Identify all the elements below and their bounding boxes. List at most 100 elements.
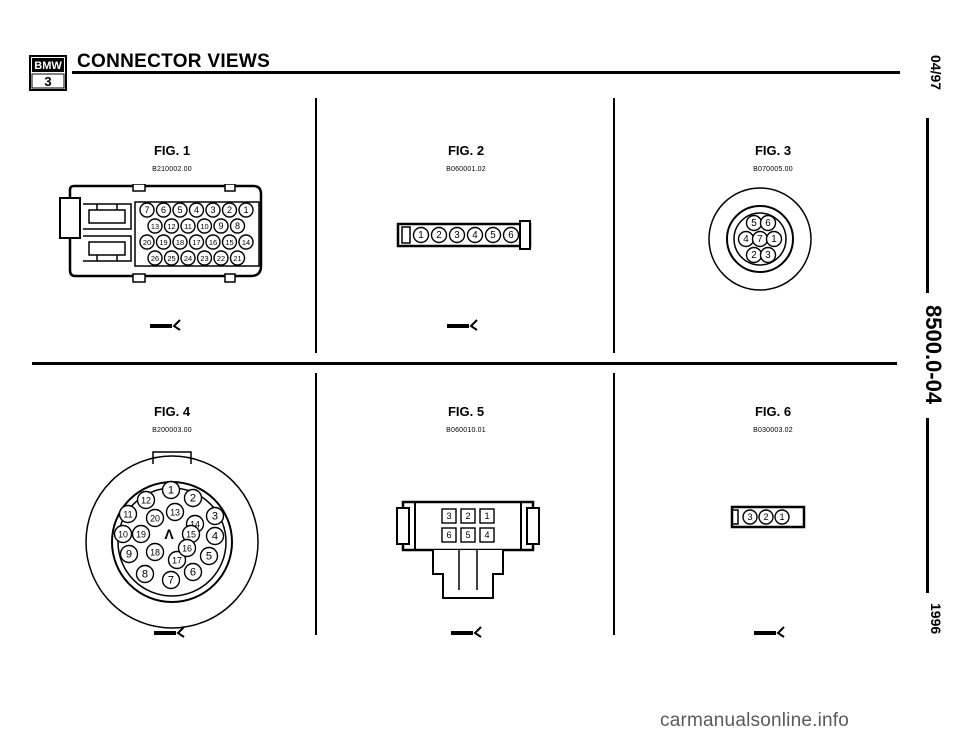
pin: 9 [213,218,229,234]
pin: 4 [737,230,755,248]
pin-outline [460,508,476,524]
pin: 7 [139,202,155,218]
pin-label: 13 [151,222,159,231]
pin-outline [441,527,457,543]
pin-label: 11 [123,510,132,520]
pin: 6 [759,214,777,232]
pin: 1 [412,226,430,244]
pin-label: 7 [144,205,149,215]
pin: 1 [774,509,790,525]
pin: 6 [441,527,457,543]
pin-label: 1 [168,485,174,497]
pin-outline [412,226,430,244]
pin-outline [229,218,246,234]
pin: 1 [161,480,181,500]
pin: 6 [183,562,203,582]
pin: 19 [155,234,172,250]
fig5-arrow-icon [451,626,482,638]
pin-outline [479,508,495,524]
bmw-3-series-logo: BMW 3 [29,55,67,91]
pin-label: 3 [212,511,218,523]
pin: 1 [238,202,254,218]
pin-outline [466,226,484,244]
pin-label: 5 [465,530,470,540]
pin-outline [131,524,151,544]
pin: 3 [205,506,225,526]
pin-outline [759,214,777,232]
pin-label: 4 [484,530,489,540]
pin-label: 21 [233,254,241,263]
pin: 3 [205,202,221,218]
pin-label: 3 [765,250,771,261]
pin: 4 [466,226,484,244]
pin-outline [165,502,185,522]
pin-outline [163,218,180,234]
pin: 25 [163,250,180,266]
pin-label: 15 [186,530,196,540]
pin-label: 17 [192,238,200,247]
pin-outline [188,202,205,218]
pin: 3 [742,509,758,525]
pin-label: 4 [194,205,199,215]
pin: 8 [135,564,155,584]
pin-outline [759,246,777,264]
pin-outline [147,218,163,234]
pin: 5 [745,214,763,232]
pin-label: 2 [465,511,470,521]
pin: 12 [163,218,180,234]
pin-outline [213,250,229,266]
watermark-text: carmanualsonline.info [660,710,850,731]
pin-label: 5 [751,218,757,229]
fig5-label: FIG. 5 [447,404,485,419]
pin-outline [163,250,180,266]
fig6-code: B030003.02 [753,427,793,434]
pin-label: 18 [150,548,160,558]
pin-label: 7 [168,575,174,587]
divider-3 [315,373,317,635]
pin-label: 19 [136,530,146,540]
pin: 1 [765,230,783,248]
pin-outline [161,480,181,500]
pin-outline [479,527,495,543]
pin: 5 [199,546,219,566]
pin-label: 2 [190,493,196,505]
fig4-key-mark: Λ [164,526,174,542]
pin: 23 [196,250,213,266]
pin: 6 [502,226,520,244]
side-line-2 [926,418,929,593]
pin-outline [155,202,172,218]
pin-outline [119,544,139,564]
pin-label: 20 [143,238,151,247]
pin-outline [118,504,138,524]
pin: 18 [145,542,165,562]
pin: 2 [758,509,774,525]
pin-label: 1 [484,511,489,521]
pin-outline [774,509,790,525]
pin-outline [135,564,155,584]
pin-label: 1 [771,234,776,245]
pin-outline [441,508,457,524]
pin-outline [172,234,188,250]
pin: 8 [229,218,246,234]
fig3-code: B070005.00 [753,166,793,173]
pin-outline [460,527,476,543]
pin-outline [205,526,225,546]
pin-label: 12 [141,496,151,506]
pin-label: 6 [765,218,771,229]
pin: 20 [139,234,155,250]
pin-label: 1 [418,230,423,241]
header-rule [72,71,900,74]
pin: 2 [221,202,238,218]
fig2-arrow-icon [447,319,478,331]
side-line-1 [926,118,929,293]
pin-outline [221,202,238,218]
pin-label: 22 [217,254,225,263]
pin: 6 [155,202,172,218]
pin-label: 7 [757,234,762,245]
pin-outline [155,234,172,250]
pin-outline [167,550,187,570]
fig2-label: FIG. 2 [447,143,485,158]
